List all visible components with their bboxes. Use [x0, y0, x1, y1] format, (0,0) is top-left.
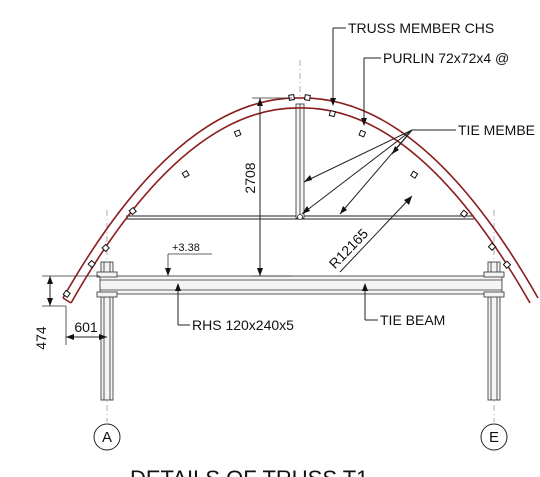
purlin-icon [487, 242, 497, 251]
purlin-icon [181, 170, 190, 179]
purlin-label: PURLIN 72x72x4 @ [383, 50, 509, 66]
level-label: +3.38 [172, 242, 200, 254]
grid-label-left: A [102, 429, 112, 446]
purlin-icon [328, 109, 337, 118]
purlin-callout: PURLIN 72x72x4 @ [361, 50, 509, 126]
tie-member-callout: TIE MEMBE [301, 122, 535, 215]
rhs-callout: RHS 120x240x5 [175, 283, 294, 333]
purlin-icon [233, 129, 242, 138]
rise-dimension: 2708 [242, 97, 292, 277]
purlin-icon [502, 260, 512, 269]
left-height-label: 474 [33, 326, 49, 350]
drawing-title: DETAILS OF TRUSS T1 [130, 466, 368, 477]
purlin-icon [358, 129, 367, 138]
tie-beam-label: TIE BEAM [380, 312, 445, 328]
level-marker: +3.38 [165, 242, 212, 276]
tie-member-label: TIE MEMBE [458, 122, 535, 138]
rhs-label: RHS 120x240x5 [192, 317, 294, 333]
cap-plates [96, 271, 505, 298]
rise-label: 2708 [242, 162, 258, 193]
tie-beam-callout: TIE BEAM [362, 283, 445, 328]
purlin-icon [288, 94, 295, 101]
left-offset-dimension: 601 [65, 306, 107, 345]
purlin-icon [87, 259, 96, 269]
grid-label-right: E [489, 429, 499, 446]
king-post [295, 103, 305, 220]
purlin-icon [101, 243, 110, 253]
purlins [62, 94, 512, 299]
left-offset-label: 601 [74, 319, 98, 335]
tie-beam [99, 275, 503, 295]
arched-truss [62, 97, 539, 304]
truss-member-callout: TRUSS MEMBER CHS [330, 20, 494, 106]
purlin-icon [459, 209, 469, 218]
radius-label: R12165 [326, 225, 372, 272]
grid-bubble-right: E [480, 423, 508, 451]
truss-member-label: TRUSS MEMBER CHS [348, 20, 494, 36]
purlin-icon [304, 94, 311, 101]
radius-callout: R12165 [326, 195, 413, 273]
purlin-icon [62, 289, 71, 299]
purlin-icon [410, 170, 419, 179]
purlin-icon [128, 206, 137, 216]
grid-bubble-left: A [93, 423, 121, 451]
left-height-dimension: 474 [33, 275, 100, 350]
